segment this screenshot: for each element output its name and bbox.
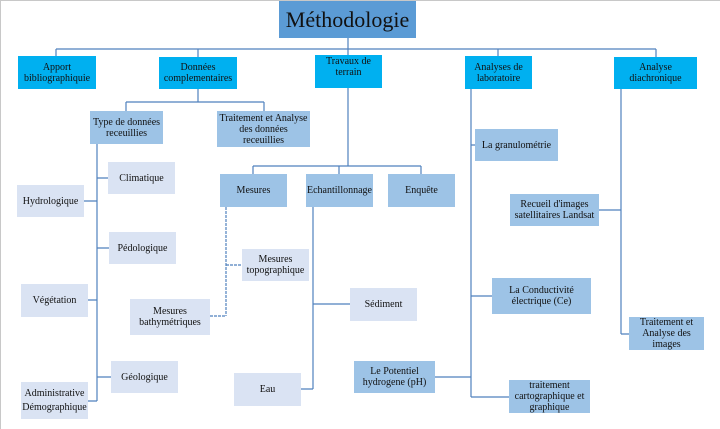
node-administrative: Administrative Démographique [21, 382, 88, 419]
node-sediment: Sédiment [350, 288, 417, 321]
node-eau: Eau [234, 373, 301, 406]
connector-mesures [210, 207, 242, 317]
node-enquete: Enquête [388, 174, 455, 207]
connector-root [55, 38, 657, 57]
connector-travaux [252, 88, 422, 174]
node-recueil: Recueil d'images satellitaires Landsat [510, 194, 599, 226]
node-pedologique: Pédologique [109, 232, 176, 264]
connector-diachro [599, 89, 629, 335]
connector-donnees [125, 89, 265, 111]
node-mesures-topo: Mesures topographique [242, 249, 309, 281]
node-apport: Apport bibliographiquie [18, 56, 96, 89]
node-mesures: Mesures [220, 174, 287, 207]
title-box: Méthodologie [279, 1, 416, 38]
node-potentiel: Le Potentiel hydrogene (pH) [354, 361, 435, 393]
node-echantillonnage: Echantillonnage [306, 174, 373, 207]
node-climatique: Climatique [108, 162, 175, 194]
node-conductivite: La Conductivité électrique (Ce) [492, 278, 591, 314]
node-travaux: Travaux de terrain [315, 55, 382, 88]
node-traitement-images: Traitement et Analyse des images [629, 317, 704, 350]
node-geologique: Géologique [111, 361, 178, 393]
node-hydrologique: Hydrologique [17, 185, 84, 217]
node-diachro: Analyse diachronique [614, 57, 697, 89]
connector-analyses [435, 89, 509, 398]
node-traitement-donnees: Traitement et Analyse des données receui… [217, 111, 310, 147]
node-granulometrie: La granulométrie [475, 129, 558, 161]
connector-types [84, 144, 111, 402]
node-type-donnees: Type de données receuillies [90, 111, 163, 144]
node-mesures-bathy: Mesures bathymétriques [130, 299, 210, 335]
node-vegetation: Végétation [21, 284, 88, 317]
node-donnees: Données complementaires [159, 57, 237, 89]
connector-echantillonnage [301, 207, 350, 390]
node-analyses: Analyses de laboratoire [465, 56, 532, 89]
node-carto: traitement cartographique et graphique [509, 380, 590, 413]
